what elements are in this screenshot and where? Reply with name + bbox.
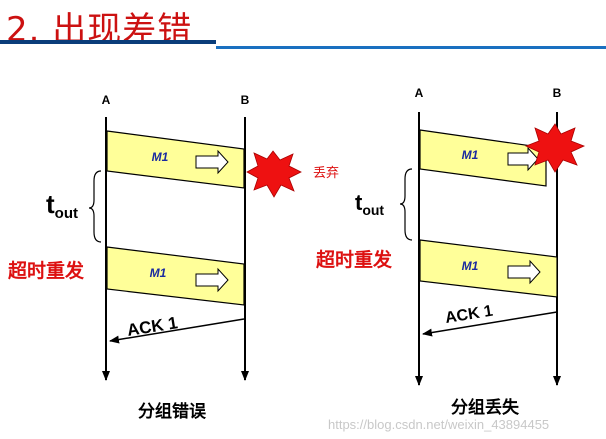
- panel-caption: 分组错误: [138, 401, 207, 422]
- panel-caption: 分组丢失: [451, 397, 520, 418]
- burst-icon: [246, 150, 302, 198]
- ack-label: ACK 1: [126, 313, 179, 340]
- ack-arrow: [422, 311, 558, 337]
- frame-m1-retransmit: [106, 246, 245, 306]
- arrow-right-icon: [507, 146, 539, 172]
- timeout-subscript: out: [55, 205, 78, 222]
- watermark: https://blog.csdn.net/weixin_43894455: [328, 417, 549, 432]
- arrow-right-icon: [195, 267, 229, 293]
- discard-note: 丢弃: [313, 166, 339, 181]
- title-rule-accent: [216, 46, 606, 49]
- panel-packet-error: A B M1 丢弃 tout 超时重发 M1 ACK 1 分组错误: [7, 93, 339, 422]
- ack-arrow: [109, 318, 245, 344]
- frame-m1-corrupted: [106, 130, 245, 189]
- frame-m1-label: M1: [152, 150, 169, 164]
- node-b-label: B: [241, 93, 250, 107]
- timeout-base: t: [46, 189, 55, 219]
- frame-m1-retransmit: [419, 239, 558, 298]
- timeout-symbol: tout: [46, 189, 78, 222]
- frame-m1-label: M1: [150, 266, 167, 280]
- node-a-label: A: [102, 93, 111, 107]
- frame-m1-lost: [419, 129, 547, 187]
- timeout-base: t: [355, 190, 363, 215]
- node-a-label: A: [415, 86, 424, 100]
- timeout-brace: [399, 168, 413, 241]
- timeout-symbol: tout: [355, 190, 384, 218]
- retransmit-label: 超时重发: [7, 259, 85, 282]
- panel-packet-loss: A B M1 tout 超时重发 M1 ACK 1 分组丢失: [315, 86, 586, 418]
- retransmit-label: 超时重发: [315, 248, 393, 271]
- timeout-subscript: out: [362, 202, 384, 218]
- arrow-right-icon: [195, 149, 229, 175]
- frame-m1-label: M1: [462, 148, 479, 162]
- timeout-brace: [88, 170, 102, 243]
- node-b-label: B: [553, 86, 562, 100]
- burst-icon: [524, 123, 586, 173]
- title-rule: [0, 40, 216, 44]
- arrow-right-icon: [507, 259, 541, 285]
- frame-m1-label: M1: [462, 259, 479, 273]
